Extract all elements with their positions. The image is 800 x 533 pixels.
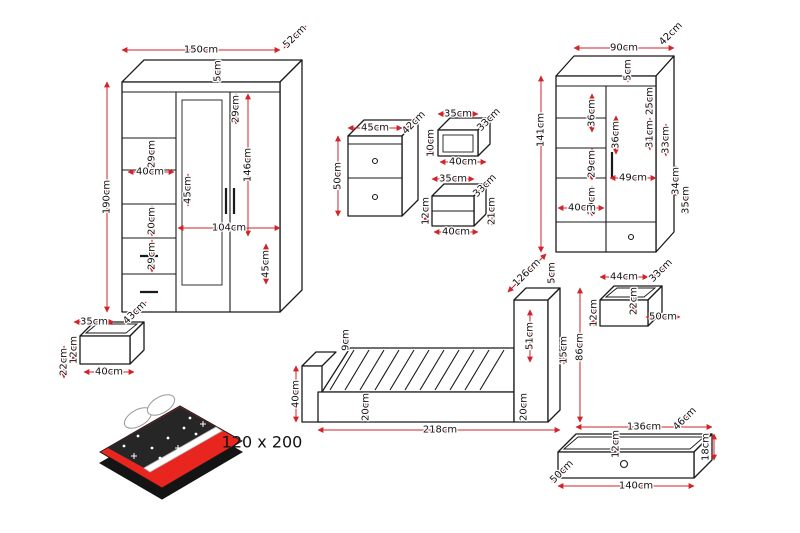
dim-wardrobe-small-width: 90cm bbox=[610, 43, 638, 54]
wall-shelf-a-drawing bbox=[437, 117, 491, 157]
wall-shelf-b-drawing bbox=[431, 183, 487, 227]
dim-bed-panel: 5cm bbox=[547, 262, 558, 284]
bed: 126cm 5cm 51cm 15cm 86cm 9cm 40cm 20cm 2… bbox=[289, 253, 587, 437]
dim-wardrobe-small-depth-a: 33cm bbox=[661, 126, 672, 154]
dim-wardrobe-large-width: 150cm bbox=[184, 45, 218, 56]
dim-wardrobe-small-shelf-e: 29cm bbox=[587, 150, 598, 178]
dim-underbed-inner-height: 12cm bbox=[611, 430, 622, 458]
dim-wardrobe-large-depth: 52cm bbox=[281, 23, 309, 51]
dim-bed-frame-back: 20cm bbox=[519, 393, 530, 421]
mattress: 120 x 200 bbox=[99, 394, 303, 500]
dim-shelf-b-inner-height: 12cm bbox=[421, 197, 432, 225]
dim-wardrobe-small-shelf-c: 36cm bbox=[587, 99, 598, 127]
dim-shelf-a-height: 10cm bbox=[426, 129, 437, 157]
dim-wardrobe-small-height: 141cm bbox=[536, 113, 547, 147]
dim-wardrobe-small-depth-c: 35cm bbox=[681, 186, 692, 214]
dim-drawer-left-bottom-width: 40cm bbox=[95, 367, 123, 378]
drawer-left-drawing bbox=[79, 321, 145, 365]
nightstand: 45cm 42cm 50cm bbox=[331, 108, 429, 217]
wardrobe-large-drawing bbox=[121, 59, 303, 313]
drawer-right: 44cm 33cm 22cm 50cm 12cm bbox=[587, 256, 681, 328]
dim-drawer-right-bottom-depth: 50cm bbox=[649, 312, 677, 323]
dim-wardrobe-small-inner-width: 49cm bbox=[619, 173, 647, 184]
dim-bed-total-height: 86cm bbox=[575, 333, 586, 361]
bed-drawing bbox=[301, 287, 561, 423]
dim-drawer-left-width: 35cm bbox=[80, 317, 108, 328]
dim-bed-headboard-width: 126cm bbox=[511, 257, 543, 289]
wall-shelf-a: 35cm 33cm 10cm 40cm bbox=[424, 105, 504, 169]
dim-wardrobe-small-shelf-d: 36cm bbox=[611, 121, 622, 149]
dim-wardrobe-large-top-panel: 5cm bbox=[213, 60, 224, 82]
dim-underbed-width: 136cm bbox=[627, 422, 661, 433]
dim-bed-frame-front: 20cm bbox=[361, 393, 372, 421]
wall-shelf-b: 35cm 33cm 21cm 12cm 40cm bbox=[419, 171, 500, 239]
dim-underbed-bottom-width: 140cm bbox=[619, 481, 653, 492]
dim-bed-headboard-height: 51cm bbox=[525, 322, 536, 350]
dim-drawer-right-inner-height: 22cm bbox=[629, 287, 640, 315]
dim-wardrobe-small-top-panel: 5cm bbox=[623, 59, 634, 81]
dim-wardrobe-small-depth-b: 34cm bbox=[671, 167, 682, 195]
dim-drawer-right-depth: 33cm bbox=[647, 257, 675, 285]
dim-bed-slat-gap: 9cm bbox=[341, 329, 352, 351]
dim-bed-footboard-height: 40cm bbox=[291, 380, 302, 408]
dim-wardrobe-small-shelf-a: 25cm bbox=[645, 87, 656, 115]
dim-shelf-a-width: 35cm bbox=[444, 109, 472, 120]
dim-wardrobe-large-lower-depth: 45cm bbox=[261, 250, 272, 278]
dim-shelf-b-height: 21cm bbox=[487, 197, 498, 225]
dim-wardrobe-small-shelf-f: 29cm bbox=[587, 187, 598, 215]
dim-wardrobe-large-inner-height: 146cm bbox=[243, 148, 254, 182]
wardrobe-small-drawing bbox=[555, 55, 675, 253]
dim-drawer-left-inner-height: 12cm bbox=[69, 336, 80, 364]
dim-underbed-depth: 46cm bbox=[671, 405, 699, 433]
dim-wardrobe-large-door-width: 104cm bbox=[212, 223, 246, 234]
dim-shelf-a-bottom-width: 40cm bbox=[449, 157, 477, 168]
dim-underbed-height: 18cm bbox=[701, 433, 712, 461]
dim-wardrobe-large-height: 190cm bbox=[102, 180, 113, 214]
dim-wardrobe-small-depth: 42cm bbox=[657, 20, 685, 48]
mattress-illustration bbox=[99, 394, 244, 500]
dim-bed-length: 218cm bbox=[423, 425, 457, 436]
dim-shelf-b-bottom-width: 40cm bbox=[442, 227, 470, 238]
dim-drawer-left-height: 22cm bbox=[59, 348, 70, 376]
dim-wardrobe-large-drawer-a: 20cm bbox=[147, 207, 158, 235]
star-dots bbox=[122, 416, 198, 460]
wardrobe-small: 90cm 42cm 5cm 141cm 25cm 31cm 36cm 36cm … bbox=[534, 19, 693, 253]
star-crosses bbox=[131, 421, 206, 459]
dim-wardrobe-large-shelf-depth: 45cm bbox=[183, 176, 194, 204]
drawer-left: 35cm 43cm 12cm 22cm 40cm bbox=[57, 298, 150, 379]
dim-drawer-right-width: 44cm bbox=[610, 272, 638, 283]
mattress-size-label: 120 x 200 bbox=[222, 433, 303, 452]
dim-wardrobe-large-shelf-width: 40cm bbox=[136, 167, 164, 178]
wardrobe-large: 150cm 52cm 5cm 190cm 29cm 146cm 29cm 40c… bbox=[100, 22, 310, 313]
dim-drawer-right-height: 12cm bbox=[589, 299, 600, 327]
dim-wardrobe-large-top-shelf: 29cm bbox=[231, 95, 242, 123]
dim-nightstand-width: 45cm bbox=[361, 123, 389, 134]
dim-shelf-b-width: 35cm bbox=[439, 174, 467, 185]
dim-wardrobe-small-bottom-width: 40cm bbox=[568, 203, 596, 214]
dim-nightstand-height: 50cm bbox=[333, 162, 344, 190]
nightstand-drawing bbox=[347, 119, 419, 217]
dim-wardrobe-small-shelf-b: 31cm bbox=[645, 120, 656, 148]
underbed-drawer: 136cm 46cm 18cm 12cm 50cm 140cm bbox=[547, 404, 717, 493]
dim-wardrobe-large-drawer-b: 29cm bbox=[147, 242, 158, 270]
dim-wardrobe-large-shelf-gap: 29cm bbox=[147, 140, 158, 168]
dim-bed-rail-height: 15cm bbox=[559, 336, 570, 364]
underbed-drawer-drawing bbox=[557, 433, 713, 479]
